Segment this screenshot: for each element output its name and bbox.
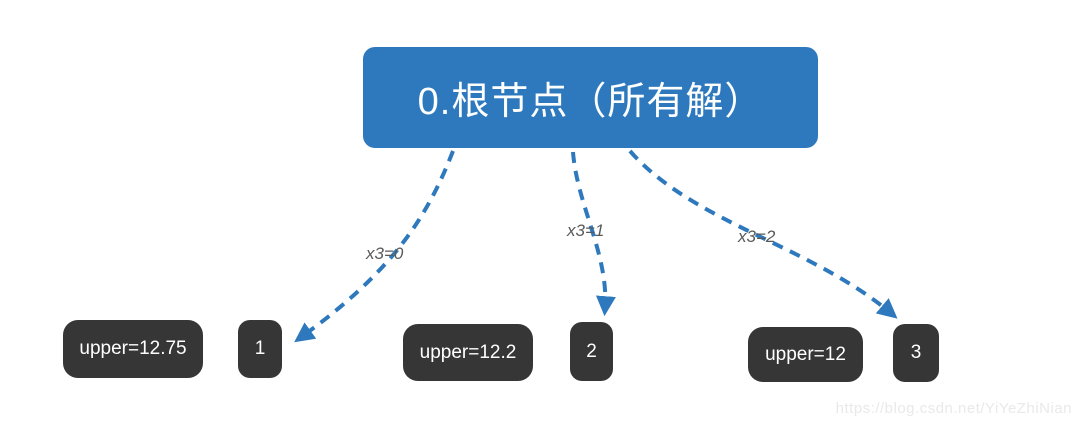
node-upper-12-2[interactable]: upper=12.2	[403, 324, 533, 381]
node-upper-12[interactable]: upper=12	[748, 327, 863, 382]
root-node[interactable]: 0.根节点（所有解）	[363, 47, 818, 148]
node-3[interactable]: 3	[893, 324, 939, 382]
edge-label-x3-2: x3=2	[738, 227, 776, 246]
node-upper-12-75[interactable]: upper=12.75	[63, 320, 203, 378]
watermark: https://blog.csdn.net/YiYeZhiNian	[835, 400, 1072, 417]
edge-arrow-x3-0	[294, 150, 455, 343]
edge-arrow-x3-2	[628, 149, 898, 319]
edge-arrow-x3-1	[571, 151, 616, 317]
node-2[interactable]: 2	[570, 322, 613, 381]
node-1[interactable]: 1	[238, 320, 282, 378]
edge-label-x3-0: x3=0	[366, 244, 404, 263]
edge-label-x3-1: x3=1	[567, 221, 605, 240]
